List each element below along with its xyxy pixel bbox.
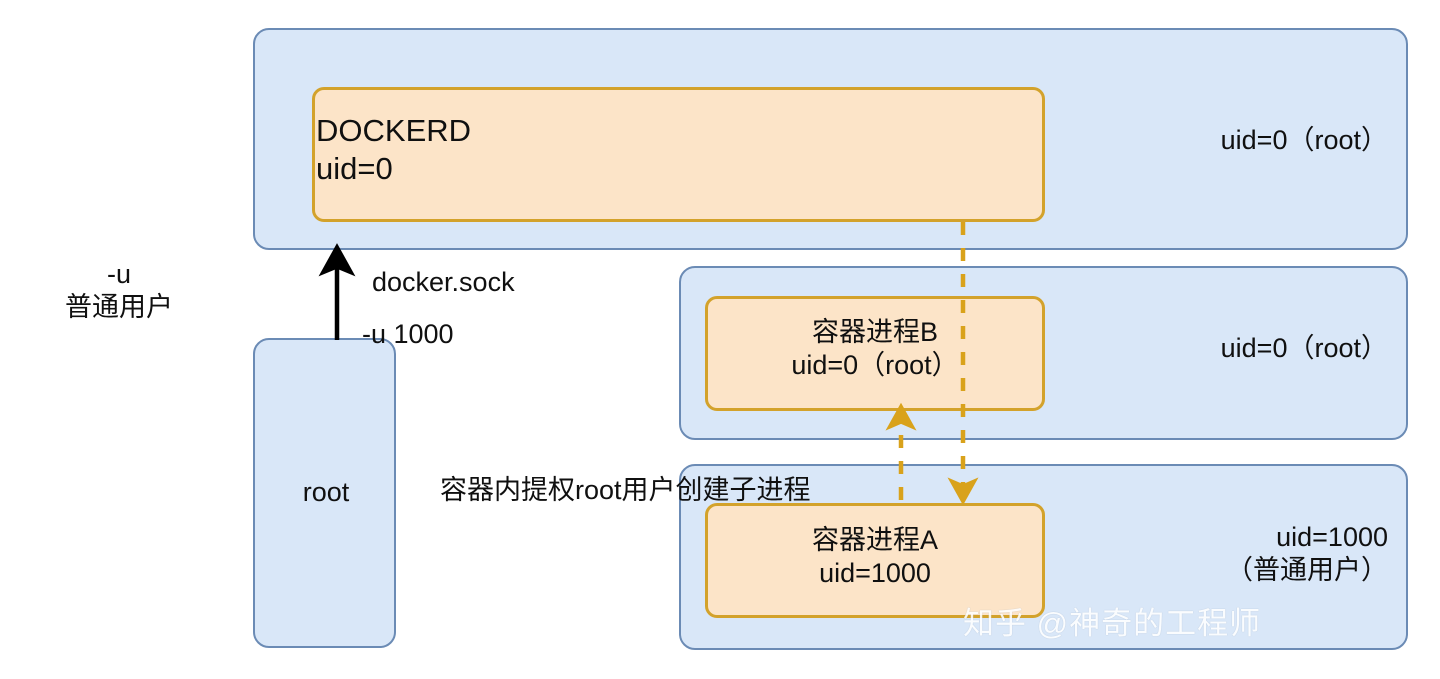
container-process-a-uid: uid=1000 — [819, 557, 931, 588]
container-process-a-box — [705, 503, 1045, 618]
dockerd-process-box — [312, 87, 1045, 222]
dockerd-name: DOCKERD — [316, 113, 472, 148]
normal-user-note-text: 普通用户 — [65, 291, 173, 322]
host-zone-uid-label: uid=0（root） — [1220, 125, 1388, 155]
dockerd-uid: uid=0 — [316, 150, 393, 186]
container-a-zone-user-type: （普通用户） — [1226, 554, 1388, 585]
container-a-zone-uid-label: uid=1000（普通用户） — [1110, 521, 1388, 587]
container-process-a-name: 容器进程A — [811, 525, 938, 555]
container-process-b-box — [705, 296, 1045, 411]
container-a-zone-uid-value: uid=1000 — [1276, 522, 1388, 552]
privilege-escalation-label: 容器内提权root用户创建子进程 — [440, 475, 811, 505]
u-option-label: -u 1000 — [362, 319, 454, 349]
normal-user-note-flag: -u — [106, 259, 131, 289]
docker-sock-label: docker.sock — [372, 267, 515, 297]
watermark: 知乎 @神奇的工程师 — [963, 606, 1262, 641]
container-process-b-uid: uid=0（root） — [791, 349, 959, 380]
container-process-b-name: 容器进程B — [811, 317, 938, 347]
root-user-label: root — [302, 477, 350, 507]
container-b-zone-uid-label: uid=0（root） — [1220, 333, 1388, 363]
root-user-box — [253, 338, 396, 648]
